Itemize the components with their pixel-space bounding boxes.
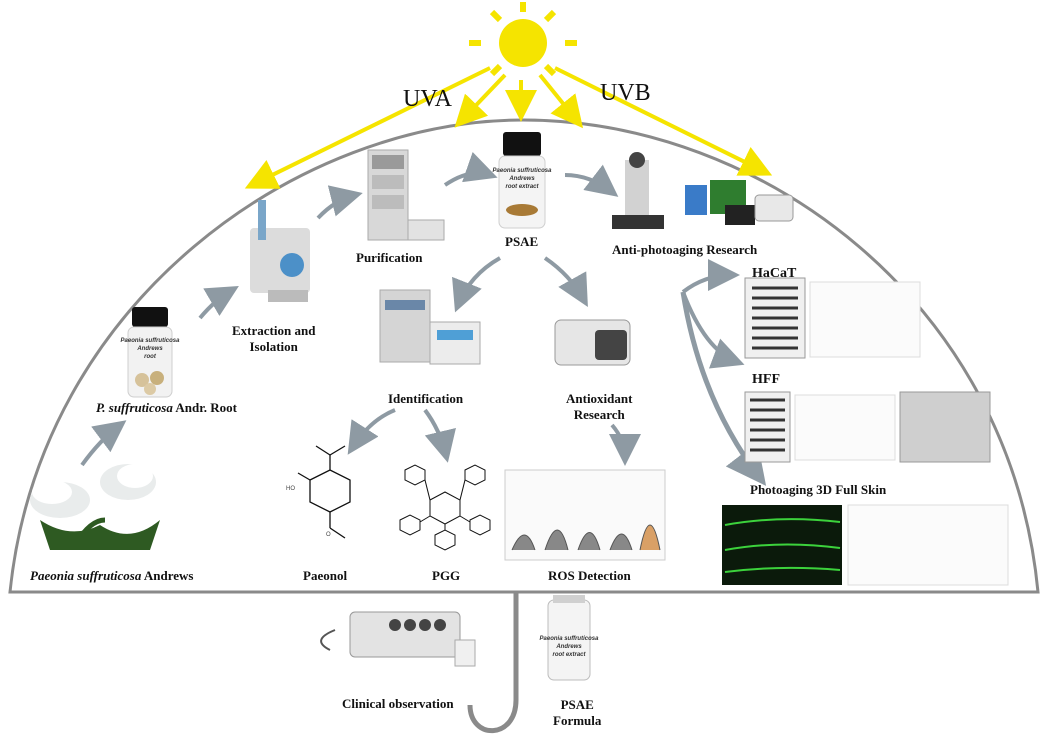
psae-bottle-label-3: root extract <box>505 184 539 190</box>
root-bottle-label-2: Andrews <box>136 346 163 352</box>
ros-detection-label: ROS Detection <box>548 568 631 583</box>
paeonol-o-label: O <box>326 532 331 538</box>
hacat-label: HaCaT <box>752 266 797 281</box>
root-italic: P. suffruticosa <box>96 400 173 415</box>
psae-label: PSAE <box>505 234 539 249</box>
umbrella-handle <box>467 592 519 734</box>
skin-3d-results-figure <box>722 504 1009 586</box>
uva-label: UVA <box>403 86 452 112</box>
formula-bottle-label-3: root extract <box>552 652 586 658</box>
plant-species-rest: Andrews <box>141 568 194 583</box>
skin3d-label: Photoaging 3D Full Skin <box>750 482 887 497</box>
root-bottle-label-1: Paeonia suffruticosa <box>121 338 181 344</box>
pgg-label: PGG <box>432 568 461 583</box>
anti-photoaging-label: Anti-photoaging Research <box>612 242 758 257</box>
hff-results-figure <box>744 391 991 463</box>
ros-flow-cytometry-figure <box>504 469 666 561</box>
formula-bottle-label-2: Andrews <box>555 644 582 650</box>
pgg-structure <box>399 464 491 551</box>
psae-bottle-image: Paeonia suffruticosa Andrews root extrac… <box>493 132 553 229</box>
hacat-results-figure <box>744 277 921 359</box>
extraction-label: Extraction and Isolation <box>232 323 316 354</box>
paeonol-label: Paeonol <box>303 568 348 583</box>
anti-photoaging-instruments-image <box>612 152 794 229</box>
paeonol-structure <box>297 445 351 539</box>
clinical-device-image <box>320 611 476 667</box>
uv-rays <box>244 66 773 189</box>
lcms-identification-image <box>379 289 481 365</box>
identification-label: Identification <box>388 391 464 406</box>
plant-species-label: Paeonia suffruticosa Andrews <box>30 568 194 584</box>
clinical-observation-label: Clinical observation <box>342 696 454 711</box>
root-rest: Andr. Root <box>172 400 238 415</box>
root-label: P. suffruticosa Andr. Root <box>96 400 237 416</box>
uvb-label: UVB <box>600 80 651 106</box>
peony-flower-image <box>30 464 160 550</box>
hplc-purification-image <box>367 149 445 241</box>
purification-label: Purification <box>356 250 423 265</box>
paeonol-ho-label: HO <box>286 486 295 492</box>
psae-formula-label: PSAE Formula <box>553 697 602 728</box>
psae-bottle-label-2: Andrews <box>508 176 535 182</box>
plate-reader-image <box>554 319 631 366</box>
antioxidant-label: Antioxidant Research <box>566 391 633 422</box>
hff-label: HFF <box>752 372 780 387</box>
formula-bottle-image: Paeonia suffruticosa Andrews root extrac… <box>540 595 600 681</box>
sun-icon <box>469 2 577 77</box>
psae-bottle-label-1: Paeonia suffruticosa <box>493 168 553 174</box>
plant-species-italic: Paeonia suffruticosa <box>30 568 142 583</box>
formula-bottle-label-1: Paeonia suffruticosa <box>540 636 600 642</box>
root-bottle-label-3: root <box>144 354 157 360</box>
rotary-evaporator-image <box>250 200 310 302</box>
root-bottle-image: Paeonia suffruticosa Andrews root <box>121 307 181 398</box>
